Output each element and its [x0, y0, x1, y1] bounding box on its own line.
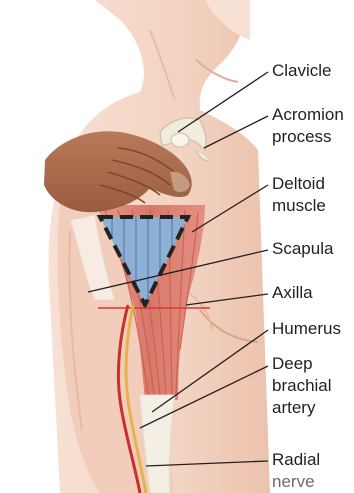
label-clavicle-text: Clavicle	[272, 60, 332, 82]
label-deltoid-line2: muscle	[272, 195, 326, 217]
label-acromion-line1: Acromion	[272, 104, 344, 126]
label-artery-line2: brachial	[272, 375, 332, 397]
label-nerve: nerve	[272, 471, 315, 489]
label-radial-text: Radial	[272, 449, 320, 471]
label-scapula-text: Scapula	[272, 238, 333, 260]
label-artery-line1: Deep	[272, 353, 332, 375]
label-deep-brachial-artery: Deep brachial artery	[272, 353, 332, 419]
label-clavicle: Clavicle	[272, 60, 332, 82]
label-deltoid-line1: Deltoid	[272, 173, 326, 195]
label-humerus: Humerus	[272, 318, 341, 340]
label-nerve-text: nerve	[272, 471, 315, 489]
label-deltoid-muscle: Deltoid muscle	[272, 173, 326, 217]
label-humerus-text: Humerus	[272, 318, 341, 340]
label-axilla-text: Axilla	[272, 282, 313, 304]
label-axilla: Axilla	[272, 282, 313, 304]
label-acromion-process: Acromion process	[272, 104, 344, 148]
label-artery-line3: artery	[272, 397, 332, 419]
label-acromion-line2: process	[272, 126, 344, 148]
label-radial: Radial	[272, 449, 320, 471]
label-scapula: Scapula	[272, 238, 333, 260]
